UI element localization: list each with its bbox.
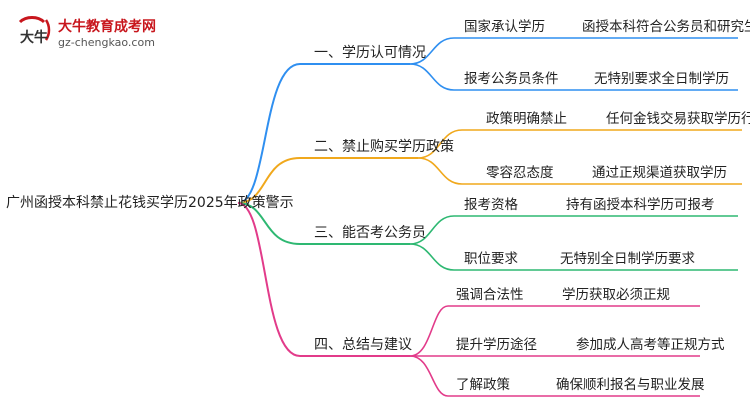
edge-root-branch-2	[237, 157, 418, 204]
branch-1-item-1-label: 国家承认学历	[464, 19, 545, 35]
branch-1-title: 一、学历认可情况	[314, 45, 426, 61]
edge-b2-c1	[417, 129, 742, 159]
logo-mark-text: 大牛	[20, 29, 48, 46]
branch-3-item-1-detail: 持有函授本科学历可报考	[566, 197, 715, 213]
edge-b1-c1	[409, 37, 738, 65]
branch-3-item-2-detail: 无特别全日制学历要求	[560, 251, 695, 267]
edge-b1-c2	[409, 63, 738, 91]
edge-b2-c2	[417, 157, 742, 185]
branch-1-item-1-detail: 函授本科符合公务员和研究生要求	[582, 19, 750, 35]
edge-b4-c3	[409, 355, 700, 397]
root-topic: 广州函授本科禁止花钱买学历2025年政策警示	[6, 195, 294, 211]
branch-3-item-1-label: 报考资格	[464, 197, 518, 213]
branch-4-title: 四、总结与建议	[314, 337, 412, 353]
branch-1-item-2-label: 报考公务员条件	[464, 71, 559, 87]
branch-2-title: 二、禁止购买学历政策	[314, 139, 454, 155]
bull-logo-icon: 大牛	[18, 16, 51, 46]
branch-1-item-2-detail: 无特别要求全日制学历	[594, 71, 729, 87]
logo-url: gz-chengkao.com	[58, 36, 155, 49]
branch-3-title: 三、能否考公务员	[314, 225, 426, 241]
site-logo[interactable]: 大牛 大牛教育成考网 gz-chengkao.com	[14, 14, 182, 52]
branch-2-item-1-detail: 任何金钱交易获取学历行为	[606, 111, 750, 127]
logo-title: 大牛教育成考网	[58, 19, 156, 35]
edge-root-branch-1	[237, 63, 410, 204]
branch-4-item-2-label: 提升学历途径	[456, 337, 537, 353]
branch-4-item-3-detail: 确保顺利报名与职业发展	[556, 377, 705, 393]
branch-2-item-1-label: 政策明确禁止	[486, 111, 567, 127]
edge-root-branch-4	[237, 202, 410, 357]
edge-b3-c2	[409, 243, 738, 271]
branch-2-item-2-label: 零容忍态度	[486, 165, 554, 181]
branch-4-item-3-label: 了解政策	[456, 377, 510, 393]
branch-4-item-2-detail: 参加成人高考等正规方式	[576, 337, 725, 353]
branch-4-item-1-detail: 学历获取必须正规	[562, 287, 670, 303]
edge-b4-c1	[409, 305, 700, 357]
branch-3-item-2-label: 职位要求	[464, 251, 518, 267]
edge-b3-c1	[409, 215, 738, 245]
branch-2-item-2-detail: 通过正规渠道获取学历	[592, 165, 727, 181]
branch-4-item-1-label: 强调合法性	[456, 287, 524, 303]
edge-root-branch-3	[237, 202, 410, 245]
